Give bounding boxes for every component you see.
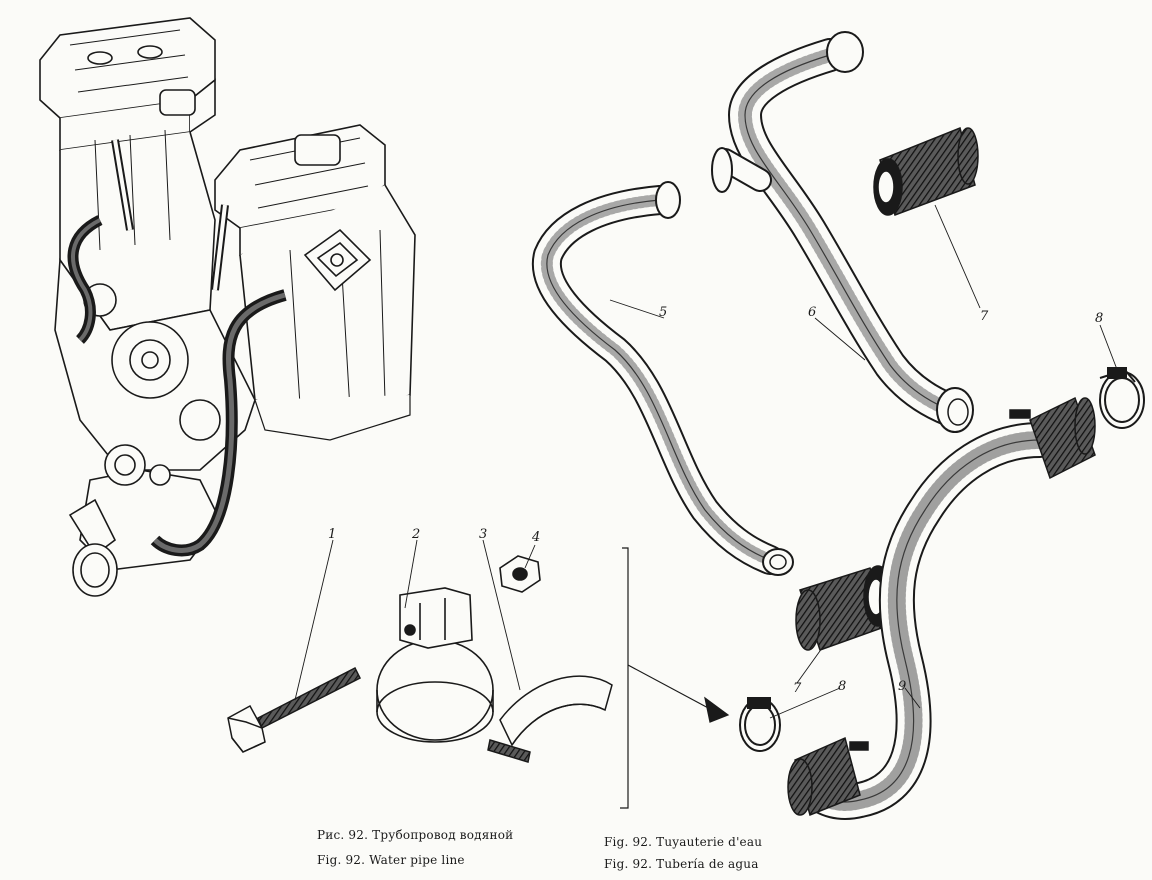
- part-3-pad: [487, 675, 613, 763]
- callout-7-lower: 7: [793, 681, 802, 696]
- part-4-nut: [499, 555, 541, 593]
- callout-2: 2: [411, 527, 420, 542]
- part-7-hose-upper: [873, 126, 979, 216]
- part-8-clamp-lower: [739, 697, 781, 752]
- engine-assembly: [39, 17, 416, 597]
- callout-5: 5: [659, 305, 667, 320]
- part-6-pipe: [711, 31, 974, 433]
- callout-8-upper: 8: [1095, 311, 1103, 326]
- connector-bracket: [620, 547, 730, 809]
- part-8-clamp-upper: [1099, 367, 1145, 429]
- callout-3: 3: [479, 527, 487, 542]
- part-5-pipe: [531, 181, 794, 576]
- callout-7-upper: 7: [980, 309, 989, 324]
- caption-es: Fig. 92. Tubería de agua: [604, 857, 759, 871]
- callout-4: 4: [531, 530, 540, 545]
- callout-6: 6: [808, 305, 816, 320]
- part-1-bolt: [227, 666, 362, 753]
- part-9-pipe: [797, 422, 1058, 820]
- callout-9: 9: [898, 679, 906, 694]
- callout-8-lower: 8: [838, 679, 846, 694]
- leader-lines: [294, 204, 1119, 719]
- part-9-hose-ends: [787, 396, 1096, 817]
- caption-ru: Рис. 92. Трубопровод водяной: [317, 828, 514, 842]
- caption-fr: Fig. 92. Tuyauterie d'eau: [604, 835, 763, 849]
- callout-1: 1: [328, 527, 336, 542]
- part-2-clamp: [376, 587, 494, 743]
- caption-en: Fig. 92. Water pipe line: [317, 853, 465, 867]
- part-7-hose-lower: [795, 565, 893, 651]
